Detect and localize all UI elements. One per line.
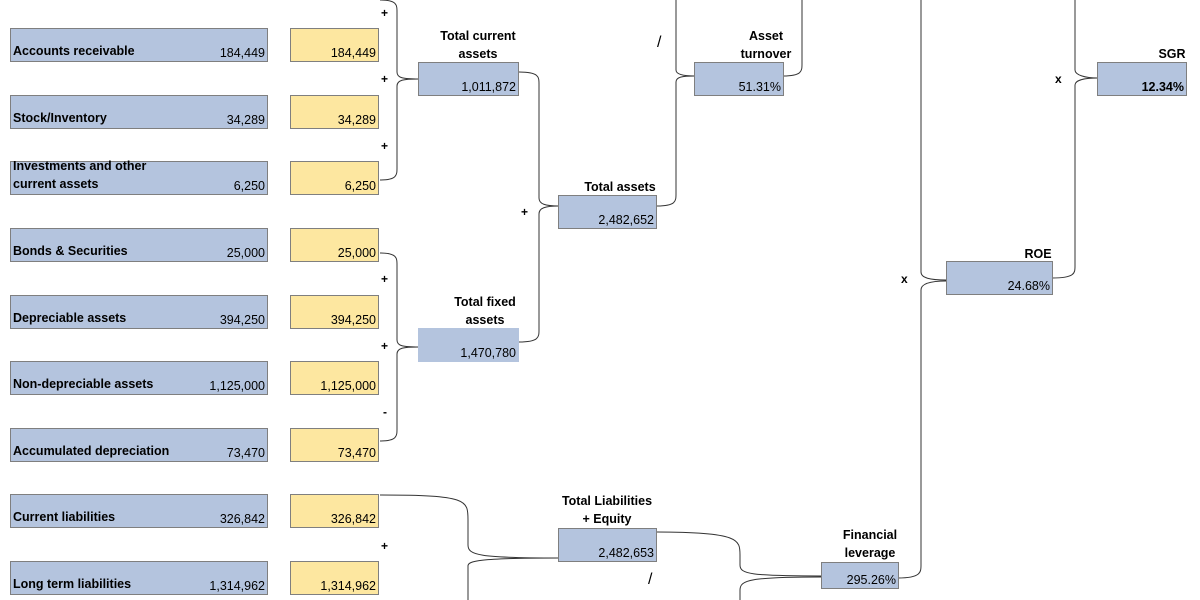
- plus-operator: +: [381, 339, 389, 353]
- times-operator: x: [901, 272, 908, 286]
- stock-inventory-box[interactable]: Stock/Inventory 34,289: [10, 95, 268, 129]
- accounts-receivable-input-value: 184,449: [330, 46, 376, 60]
- sgr-value: 12.34%: [1141, 80, 1184, 94]
- total-assets-box[interactable]: 2,482,652: [558, 195, 657, 229]
- financial-leverage-value: 295.26%: [846, 573, 896, 587]
- times-operator: x: [1055, 72, 1062, 86]
- investments-box[interactable]: Investments and other current assets 6,2…: [10, 159, 268, 195]
- roe-box[interactable]: 24.68%: [946, 261, 1053, 295]
- current-liabilities-input[interactable]: 326,842: [290, 494, 379, 528]
- accumulated-depreciation-label: Accumulated depreciation: [13, 444, 170, 458]
- plus-operator: +: [381, 139, 389, 153]
- plus-operator: +: [521, 205, 529, 219]
- long-term-liabilities-label: Long term liabilities: [13, 577, 132, 591]
- stock-inventory-label: Stock/Inventory: [13, 111, 107, 125]
- total-current-assets-value: 1,011,872: [461, 80, 516, 94]
- total-assets-value: 2,482,652: [598, 213, 654, 227]
- minus-operator: -: [383, 405, 387, 419]
- total-current-assets-heading: Total current assets: [440, 29, 516, 61]
- non-depreciable-assets-input-value: 1,125,000: [320, 379, 376, 393]
- depreciable-assets-label: Depreciable assets: [13, 311, 127, 325]
- asset-turnover-value: 51.31%: [738, 80, 781, 94]
- long-term-liabilities-input[interactable]: 1,314,962: [290, 561, 379, 595]
- non-depreciable-assets-label: Non-depreciable assets: [13, 377, 154, 391]
- current-liabilities-label: Current liabilities: [13, 510, 116, 524]
- roe-heading: ROE: [1024, 247, 1052, 261]
- plus-operator: +: [381, 72, 389, 86]
- investments-input[interactable]: 6,250: [290, 161, 379, 195]
- accumulated-depreciation-box[interactable]: Accumulated depreciation 73,470: [10, 428, 268, 462]
- accounts-receivable-value: 184,449: [219, 46, 265, 60]
- total-liabilities-equity-value: 2,482,653: [598, 546, 654, 560]
- plus-operator: +: [381, 272, 389, 286]
- total-fixed-assets-value: 1,470,780: [460, 346, 516, 360]
- total-liabilities-equity-heading: Total Liabilities + Equity: [561, 494, 653, 526]
- sgr-heading: SGR: [1158, 47, 1186, 61]
- financial-leverage-heading: Financial leverage: [842, 528, 898, 560]
- asset-turnover-box[interactable]: 51.31%: [694, 62, 784, 96]
- plus-operator: +: [381, 539, 389, 553]
- long-term-liabilities-box[interactable]: Long term liabilities 1,314,962: [10, 561, 268, 595]
- stock-inventory-value: 34,289: [226, 113, 265, 127]
- accounts-receivable-input[interactable]: 184,449: [290, 28, 379, 62]
- bonds-securities-box[interactable]: Bonds & Securities 25,000: [10, 228, 268, 262]
- accounts-receivable-label: Accounts receivable: [13, 44, 135, 58]
- bonds-securities-input-value: 25,000: [337, 246, 376, 260]
- accumulated-depreciation-input[interactable]: 73,470: [290, 428, 379, 462]
- total-liabilities-equity-box[interactable]: 2,482,653: [558, 528, 657, 562]
- long-term-liabilities-input-value: 1,314,962: [320, 579, 376, 593]
- non-depreciable-assets-box[interactable]: Non-depreciable assets 1,125,000: [10, 361, 268, 395]
- accumulated-depreciation-input-value: 73,470: [337, 446, 376, 460]
- asset-turnover-heading: Asset turnover: [740, 29, 792, 61]
- current-liabilities-box[interactable]: Current liabilities 326,842: [10, 494, 268, 528]
- accumulated-depreciation-value: 73,470: [226, 446, 265, 460]
- divide-operator: /: [657, 34, 662, 51]
- sgr-box[interactable]: 12.34%: [1097, 62, 1187, 96]
- stock-inventory-input-value: 34,289: [337, 113, 376, 127]
- bonds-securities-label: Bonds & Securities: [13, 244, 128, 258]
- bonds-securities-value: 25,000: [226, 246, 265, 260]
- roe-value: 24.68%: [1007, 279, 1050, 293]
- financial-leverage-box[interactable]: 295.26%: [821, 562, 899, 589]
- divide-operator: /: [648, 571, 653, 588]
- current-liabilities-input-value: 326,842: [330, 512, 376, 526]
- stock-inventory-input[interactable]: 34,289: [290, 95, 379, 129]
- investments-label: Investments and other current assets: [13, 159, 147, 191]
- total-fixed-assets-box[interactable]: 1,470,780: [418, 328, 519, 362]
- investments-input-value: 6,250: [344, 179, 376, 193]
- plus-operator: +: [381, 6, 389, 20]
- depreciable-assets-value: 394,250: [219, 313, 265, 327]
- depreciable-assets-box[interactable]: Depreciable assets 394,250: [10, 295, 268, 329]
- accounts-receivable-box[interactable]: Accounts receivable 184,449: [10, 28, 268, 62]
- non-depreciable-assets-input[interactable]: 1,125,000: [290, 361, 379, 395]
- total-assets-heading: Total assets: [584, 180, 656, 194]
- total-current-assets-box[interactable]: 1,011,872: [418, 62, 519, 96]
- non-depreciable-assets-value: 1,125,000: [209, 379, 265, 393]
- total-fixed-assets-heading: Total fixed assets: [454, 295, 516, 327]
- current-liabilities-value: 326,842: [219, 512, 265, 526]
- bonds-securities-input[interactable]: 25,000: [290, 228, 379, 262]
- long-term-liabilities-value: 1,314,962: [209, 579, 265, 593]
- depreciable-assets-input-value: 394,250: [330, 313, 376, 327]
- investments-value: 6,250: [233, 179, 265, 193]
- depreciable-assets-input[interactable]: 394,250: [290, 295, 379, 329]
